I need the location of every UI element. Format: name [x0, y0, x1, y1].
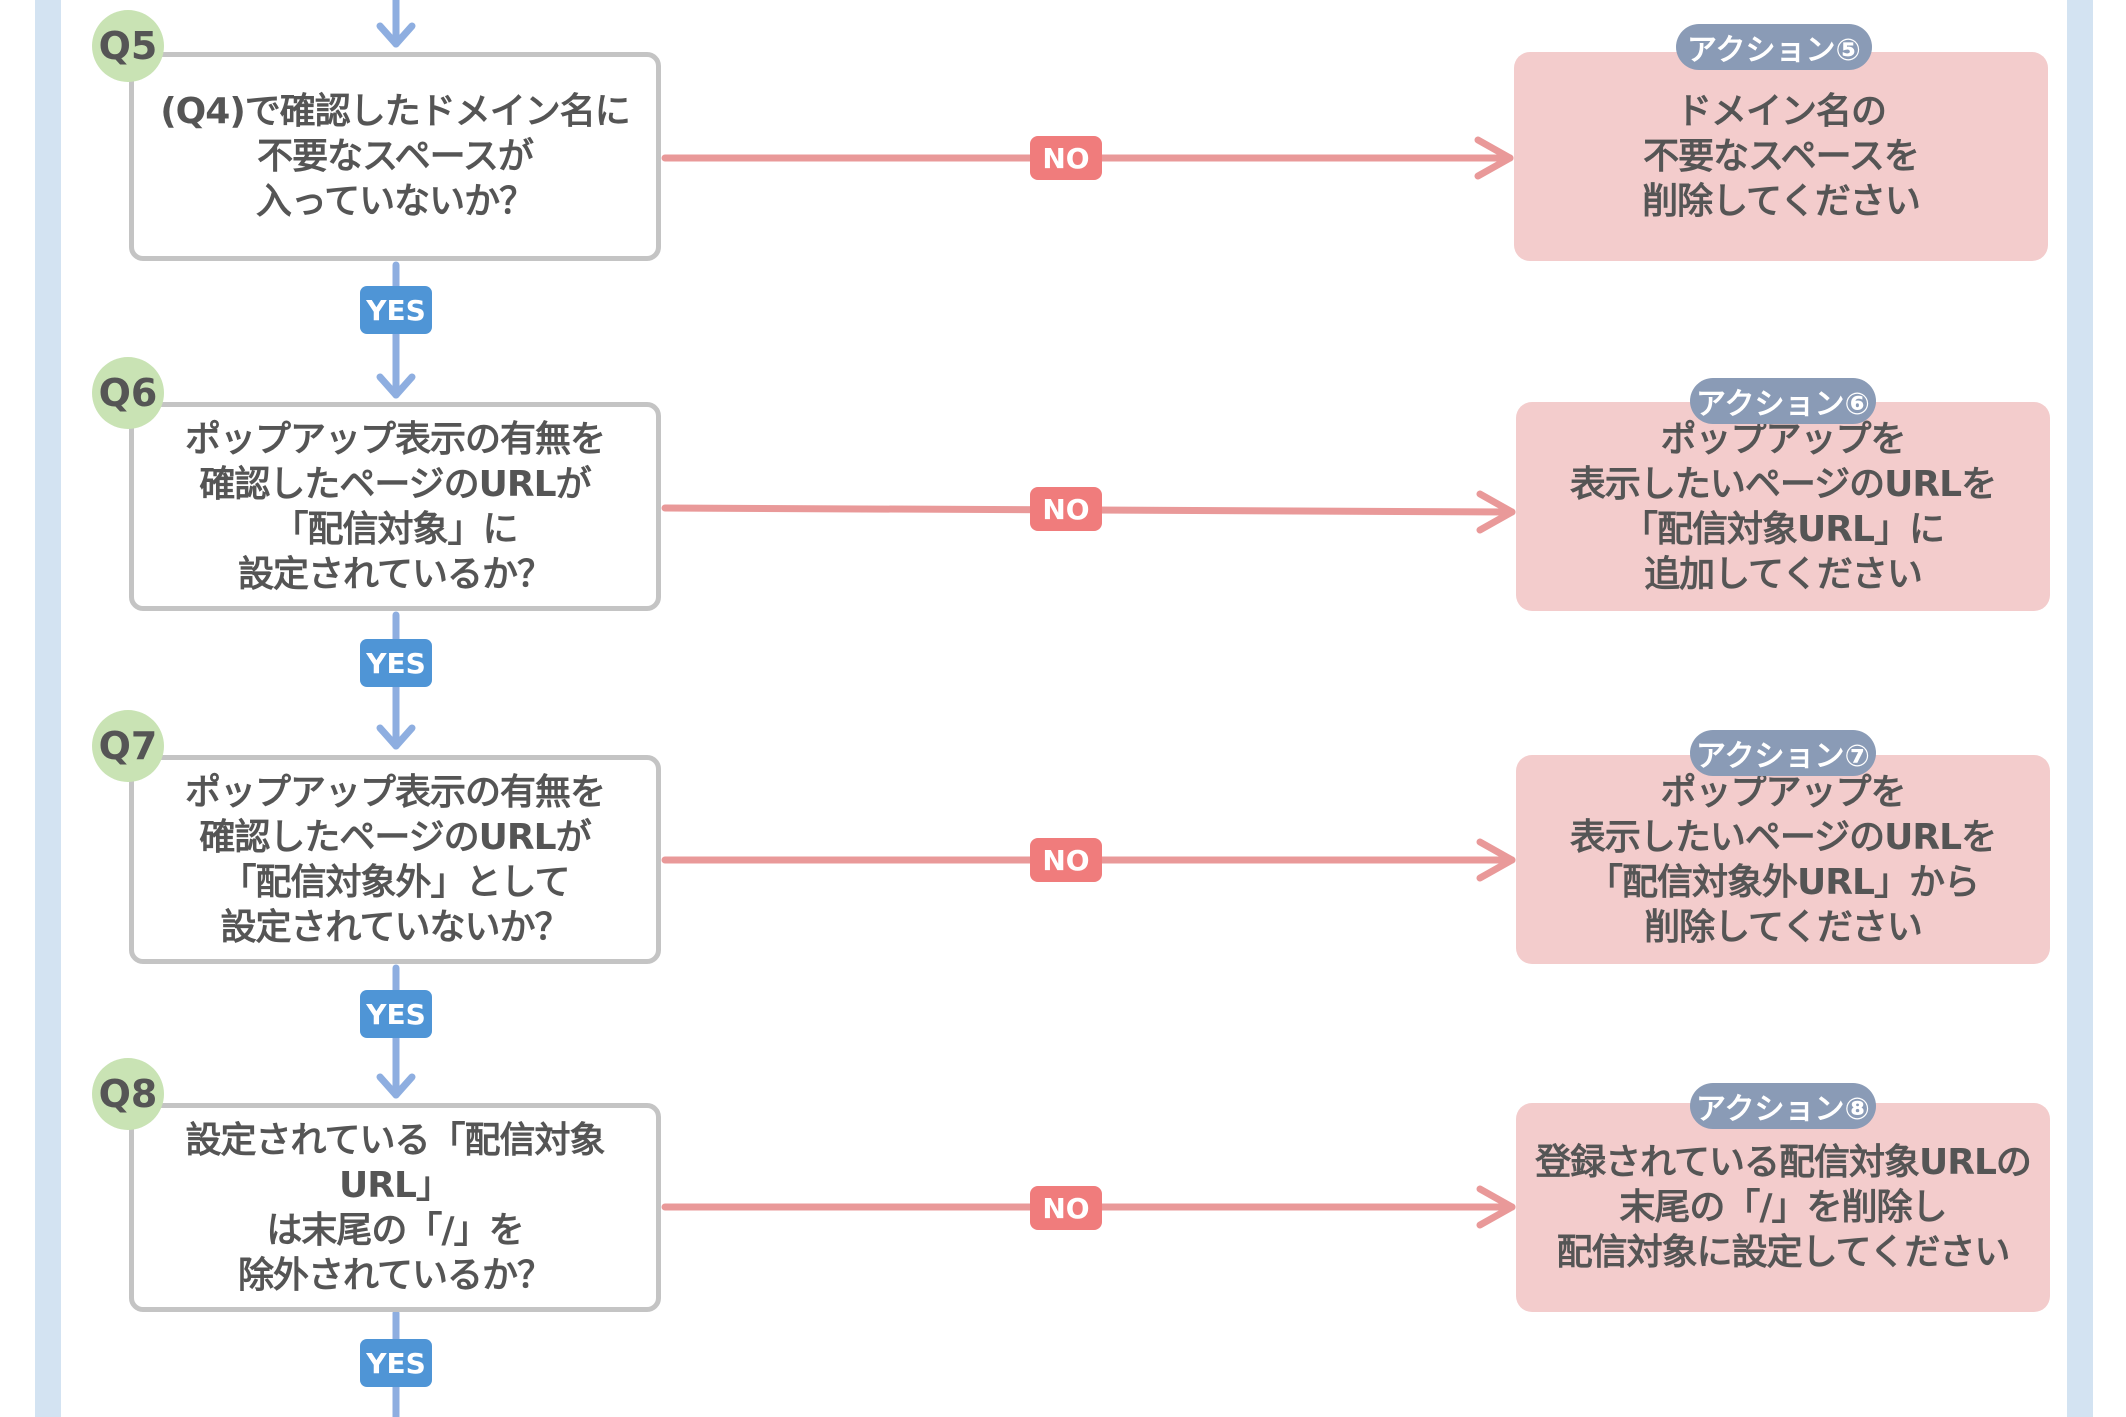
- no-tag-q7: NO: [1030, 838, 1102, 882]
- flow-arrow-q7: [376, 724, 416, 750]
- no-tag-q8: NO: [1030, 1186, 1102, 1230]
- left-side-bar: [35, 0, 61, 1417]
- action-text: ポップアップを 表示したいページのURLを 「配信対象URL」に 追加してくださ…: [1569, 418, 1997, 595]
- yes-tag-q6: YES: [360, 639, 432, 687]
- action-text: 登録されている配信対象URLの 末尾の「/」を削除し 配信対象に設定してください: [1535, 1142, 2032, 1273]
- question-text: ポップアップ表示の有無を 確認したページのURLが 「配信対象」に 設定されてい…: [184, 418, 606, 595]
- action-box-8: 登録されている配信対象URLの 末尾の「/」を削除し 配信対象に設定してください: [1516, 1103, 2050, 1312]
- no-arrow-q6: [1476, 490, 1516, 534]
- action-box-7: ポップアップを 表示したいページのURLを 「配信対象外URL」から 削除してく…: [1516, 755, 2050, 964]
- action-box-5: ドメイン名の 不要なスペースを 削除してください: [1514, 52, 2048, 261]
- flow-arrow-q6: [376, 373, 416, 399]
- yes-tag-q8: YES: [360, 1339, 432, 1387]
- question-text: 設定されている「配信対象URL」 は末尾の「/」を 除外されているか？: [185, 1119, 606, 1296]
- action-label-6: アクション⑥: [1690, 378, 1876, 424]
- yes-tag-q5: YES: [360, 286, 432, 334]
- question-badge-q5: Q5: [92, 10, 164, 82]
- action-text: ドメイン名の 不要なスペースを 削除してください: [1642, 91, 1921, 222]
- action-box-6: ポップアップを 表示したいページのURLを 「配信対象URL」に 追加してくださ…: [1516, 402, 2050, 611]
- action-label-7: アクション⑦: [1690, 730, 1876, 776]
- no-arrow-q5: [1474, 136, 1514, 180]
- no-arrow-q7: [1476, 838, 1516, 882]
- question-badge-q6: Q6: [92, 357, 164, 429]
- question-box-q8: 設定されている「配信対象URL」 は末尾の「/」を 除外されているか？: [129, 1103, 661, 1312]
- no-tag-q5: NO: [1030, 136, 1102, 180]
- question-box-q5: (Q4)で確認したドメイン名に 不要なスペースが 入っていないか？: [129, 52, 661, 261]
- question-badge-q7: Q7: [92, 710, 164, 782]
- right-side-bar: [2067, 0, 2093, 1417]
- flow-arrow-q8: [376, 1073, 416, 1099]
- action-label-8: アクション⑧: [1690, 1083, 1876, 1129]
- flow-arrow-top: [376, 22, 416, 48]
- no-arrow-q8: [1476, 1185, 1516, 1229]
- question-text: (Q4)で確認したドメイン名に 不要なスペースが 入っていないか？: [160, 91, 631, 222]
- question-badge-q8: Q8: [92, 1058, 164, 1130]
- question-box-q7: ポップアップ表示の有無を 確認したページのURLが 「配信対象外」として 設定さ…: [129, 755, 661, 964]
- yes-tag-q7: YES: [360, 990, 432, 1038]
- action-text: ポップアップを 表示したいページのURLを 「配信対象外URL」から 削除してく…: [1569, 771, 1997, 948]
- question-box-q6: ポップアップ表示の有無を 確認したページのURLが 「配信対象」に 設定されてい…: [129, 402, 661, 611]
- action-label-5: アクション⑤: [1676, 24, 1872, 70]
- question-text: ポップアップ表示の有無を 確認したページのURLが 「配信対象外」として 設定さ…: [184, 771, 606, 948]
- no-tag-q6: NO: [1030, 487, 1102, 531]
